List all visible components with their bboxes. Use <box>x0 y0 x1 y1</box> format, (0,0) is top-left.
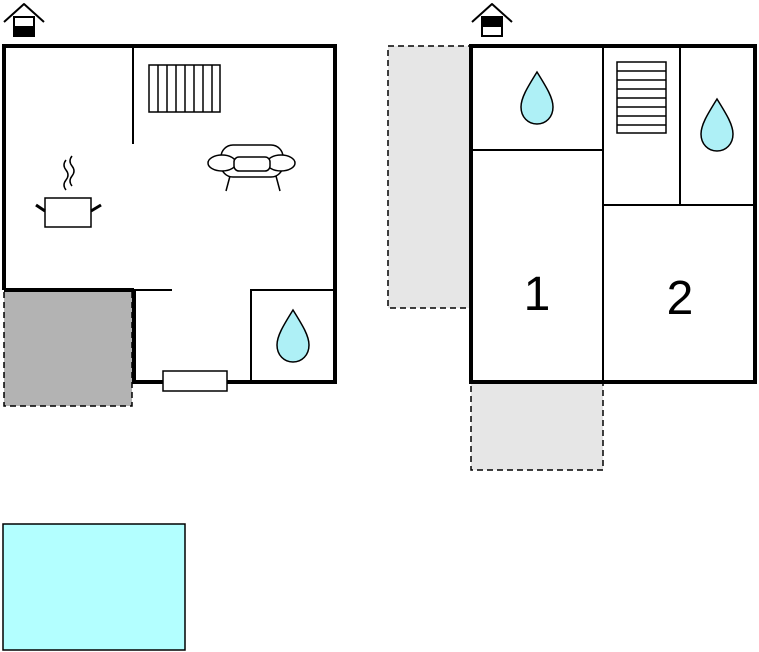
outer-wall <box>469 44 757 384</box>
stairs-icon <box>148 64 221 113</box>
balcony <box>387 45 472 309</box>
house-upper-floor-icon <box>471 3 513 37</box>
house-ground-floor-icon <box>3 3 45 37</box>
ground-floor <box>2 3 337 407</box>
water-drop-icon <box>276 308 310 363</box>
bedroom-2-label: 2 <box>667 272 694 325</box>
stairs-icon <box>616 61 667 134</box>
upper-floor: 1 2 <box>387 3 757 471</box>
cooking-pot-icon <box>35 155 102 228</box>
sofa-icon <box>207 144 296 192</box>
covered-terrace <box>3 289 133 407</box>
water-drop-icon <box>700 97 734 152</box>
outer-wall <box>2 44 337 384</box>
pool <box>2 523 186 651</box>
entrance-door <box>162 370 228 392</box>
bathroom-wall <box>250 289 335 382</box>
water-drop-icon <box>520 70 554 125</box>
balcony <box>470 381 604 471</box>
bedroom-1-label: 1 <box>524 268 551 321</box>
